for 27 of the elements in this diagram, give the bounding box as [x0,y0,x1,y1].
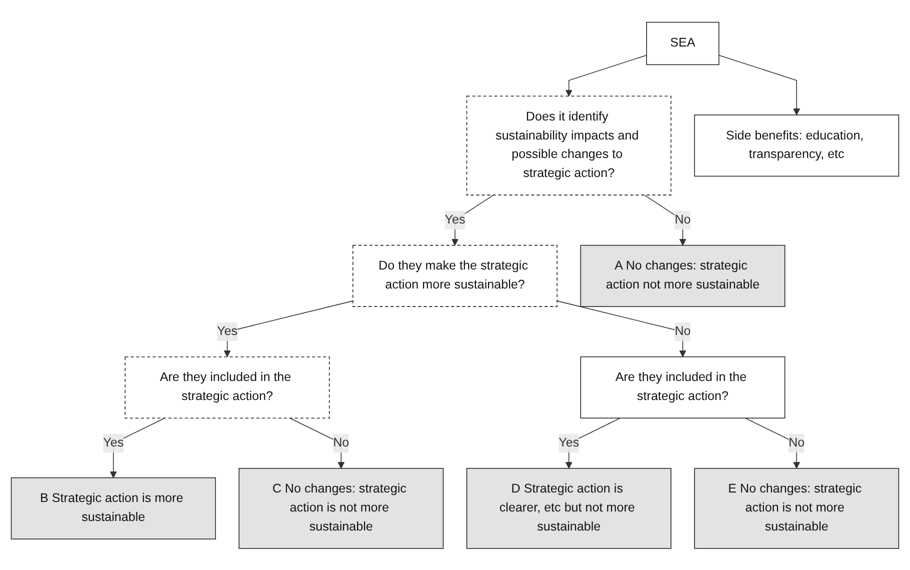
edge-label: No [333,436,350,450]
node-box [694,468,900,548]
edge-label: No [788,436,805,450]
edge-label: No [674,324,691,338]
arrow [224,300,354,357]
edge-label: Yes [558,436,580,450]
node-box [10,477,216,540]
node-box [580,356,786,418]
node-box [466,95,672,196]
node-box [466,468,672,548]
arrow [565,54,647,96]
node-box [124,356,330,418]
arrow [452,194,494,246]
node-box [646,22,720,65]
node-box [352,244,558,307]
edge-label: Yes [103,436,124,450]
node-box [694,114,900,176]
node-box [580,244,786,307]
arrow [110,417,166,478]
edge-label: Yes [444,212,466,226]
arrow [718,54,800,115]
flowchart: Yes No Yes No Yes No Yes No SEA Does it identify sustainability impacts and possible changes to strategic action? Side benefits: education, transparency, etc Do they make the strategic action more sustainable? A No changes: strategic action not more sustainable Are they included in the strategic action? Are they included in the strategic action? B Strategic action is more sustainable C No changes: strategic action is not more sustainable D Strategic action is clearer, etc but not more sustainable E No changes: strategic action is not more sustainable [5,16,905,554]
arrow [556,300,686,357]
arrow [565,417,621,468]
edge-label: No [674,212,691,226]
edge-label: Yes [217,324,238,338]
node-box [238,468,444,548]
